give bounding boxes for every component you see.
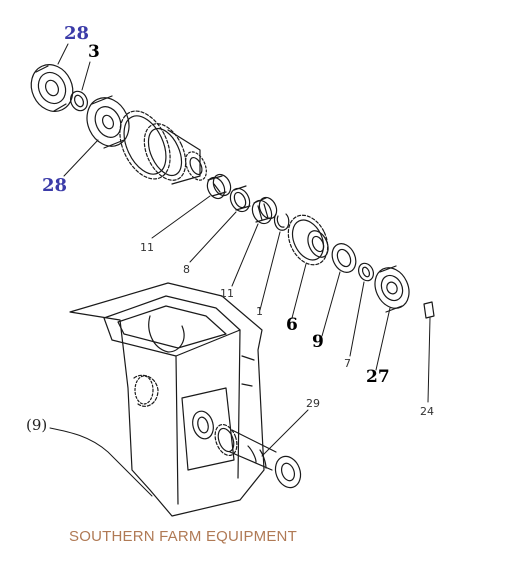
- circlip-1: [273, 213, 290, 231]
- gear-6: [287, 214, 329, 266]
- gear-housing: [69, 282, 265, 517]
- label-1: 1: [256, 305, 263, 318]
- needle-bearing-11-a: [206, 173, 232, 200]
- label-9: 9: [312, 332, 324, 352]
- label-8: 8: [183, 263, 190, 276]
- leader-7: [349, 281, 365, 357]
- label-7: 7: [344, 357, 351, 370]
- leader-8: [189, 211, 237, 263]
- ring-7: [358, 262, 374, 282]
- label-28-bottom: 28: [42, 175, 68, 196]
- clip-24: [423, 301, 435, 319]
- leader-9: [321, 271, 341, 337]
- bearing-27: [374, 265, 410, 313]
- leader-11-a: [151, 195, 211, 239]
- leader-9-ref: [49, 427, 153, 497]
- label-24: 24: [420, 405, 434, 418]
- bearing-28-second: [86, 95, 130, 149]
- label-29: 29: [306, 397, 320, 410]
- leader-6: [291, 263, 307, 319]
- needle-bearing-11-b: [251, 196, 278, 225]
- label-28-top: 28: [64, 23, 90, 44]
- label-11-b: 11: [220, 287, 234, 300]
- leader-24: [427, 317, 431, 403]
- leader-29: [261, 409, 309, 457]
- bearing-28-top: [30, 64, 74, 112]
- label-27: 27: [366, 367, 390, 387]
- label-9-ref: (9): [26, 416, 48, 434]
- leader-1: [259, 231, 281, 311]
- leader-28-top: [57, 43, 69, 65]
- label-6: 6: [286, 315, 298, 335]
- bush-8: [229, 185, 251, 213]
- washer-9: [331, 243, 357, 273]
- leader-3: [81, 61, 91, 91]
- label-3: 3: [88, 42, 100, 62]
- leader-lines: [49, 43, 431, 497]
- footer-brand: SOUTHERN FARM EQUIPMENT: [69, 528, 297, 545]
- leader-11-b: [231, 223, 259, 287]
- ring-3: [70, 90, 88, 112]
- leader-28-bottom: [63, 139, 99, 177]
- leader-27: [375, 307, 391, 371]
- label-11-a: 11: [140, 241, 154, 254]
- shaft-29: [214, 423, 302, 489]
- double-gear: [119, 110, 207, 185]
